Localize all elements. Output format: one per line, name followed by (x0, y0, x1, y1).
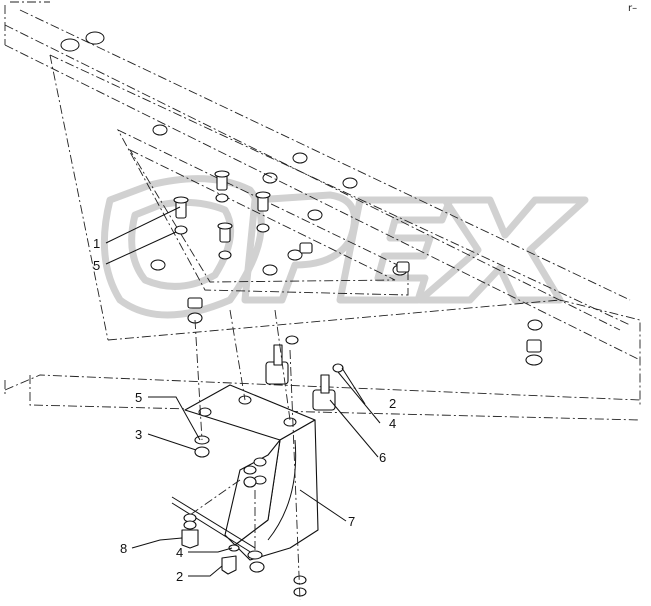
callout-4-lower: 4 (176, 545, 183, 560)
bolt-1d (217, 222, 233, 260)
callout-2-right: 2 (389, 396, 396, 411)
callout-7: 7 (348, 514, 355, 529)
callouts: 1 5 5 3 8 4 2 2 4 6 7 r– (93, 3, 637, 584)
bolt-1b (214, 170, 230, 203)
callout-6: 6 (379, 450, 386, 465)
loose-hardware (181, 435, 307, 597)
frame-phantom (4, 1, 641, 421)
callout-5-upper: 5 (93, 258, 100, 273)
callout-2-lower: 2 (176, 569, 183, 584)
rubber-mounts-6 (265, 335, 344, 411)
callout-5-lower: 5 (135, 390, 142, 405)
bolt-1c (255, 191, 271, 233)
callout-1: 1 (93, 236, 100, 251)
callout-4-right: 4 (389, 416, 396, 431)
bolt-group-upper (173, 170, 271, 260)
frame-holes (60, 31, 543, 331)
leader-lines (105, 206, 381, 577)
corner-mark: r– (628, 3, 637, 14)
callout-3: 3 (135, 427, 142, 442)
frame-nuts (187, 242, 543, 366)
bolt-1a (173, 196, 189, 235)
callout-8: 8 (120, 541, 127, 556)
assembly-axis-lines (189, 309, 301, 601)
